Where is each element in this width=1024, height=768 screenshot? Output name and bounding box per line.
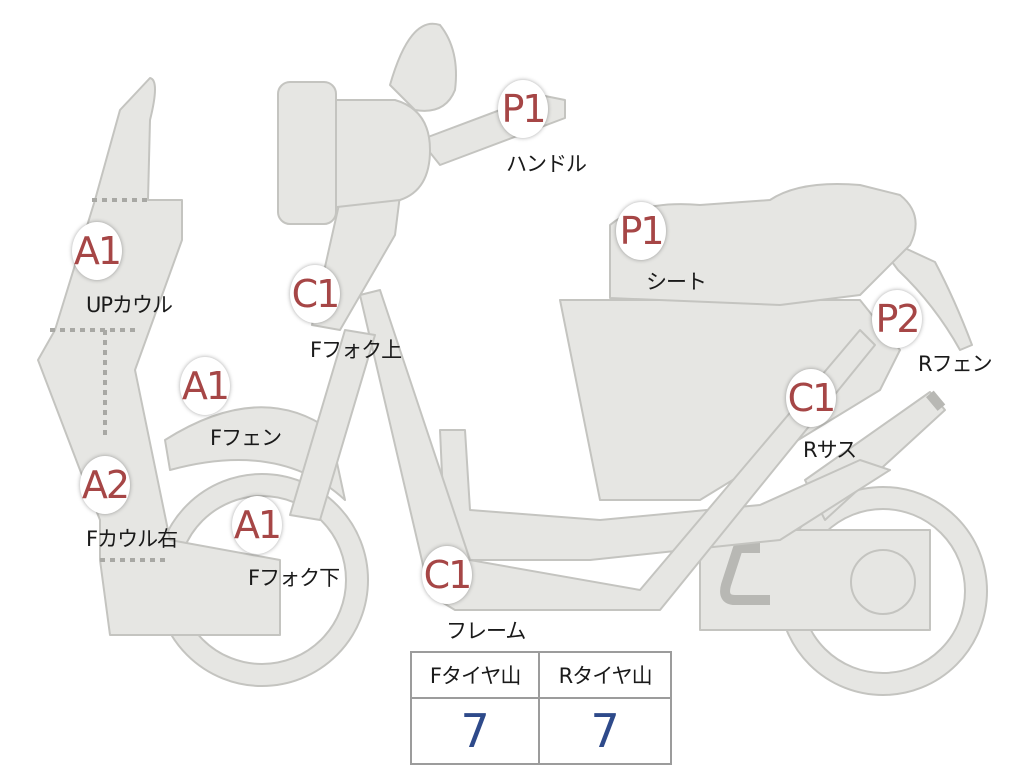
- front-tire-value: 7: [409, 697, 541, 765]
- rear-fender: [869, 231, 973, 351]
- part-label-up-cowl: UPカウル: [86, 293, 173, 317]
- grade-badge-front-cowl-right: A2: [80, 456, 130, 514]
- front-fork: [289, 329, 376, 521]
- part-label-front-fender: Fフェン: [210, 426, 282, 450]
- head-unit: [309, 99, 431, 211]
- part-label-fork-upper: Fフォク上: [310, 338, 402, 362]
- grade-badge-rear-fender: P2: [872, 290, 922, 348]
- headlight: [277, 81, 337, 225]
- part-label-fork-lower: Fフォク下: [248, 566, 340, 590]
- grade-badge-fork-lower: A1: [232, 496, 282, 554]
- front-fender: [164, 406, 346, 501]
- tire-tread-table: Fタイヤ山 Rタイヤ山 7 7: [409, 651, 672, 765]
- rear-body: [559, 299, 901, 501]
- grade-badge-handle: P1: [498, 80, 548, 138]
- part-label-seat: シート: [646, 270, 707, 294]
- mirror: [389, 22, 457, 112]
- part-label-frame: フレーム: [446, 619, 526, 643]
- rear-hub: [850, 549, 916, 615]
- muffler-pipe: [720, 543, 770, 605]
- rear-tire-header: Rタイヤ山: [538, 651, 672, 699]
- grade-badge-rear-suspension: C1: [786, 369, 836, 427]
- part-label-handle: ハンドル: [506, 152, 587, 176]
- part-label-rear-suspension: Rサス: [803, 438, 857, 462]
- grade-badge-frame: C1: [422, 546, 472, 604]
- grade-badge-up-cowl: A1: [72, 222, 122, 280]
- grade-badge-fork-upper: C1: [290, 265, 340, 323]
- part-label-front-cowl-right: Fカウル右: [86, 527, 178, 551]
- part-label-rear-fender: Rフェン: [918, 352, 993, 376]
- grade-badge-front-fender: A1: [180, 357, 230, 415]
- grade-badge-seat: P1: [616, 202, 666, 260]
- rear-tire-value: 7: [538, 697, 672, 765]
- front-tire-header: Fタイヤ山: [409, 651, 541, 699]
